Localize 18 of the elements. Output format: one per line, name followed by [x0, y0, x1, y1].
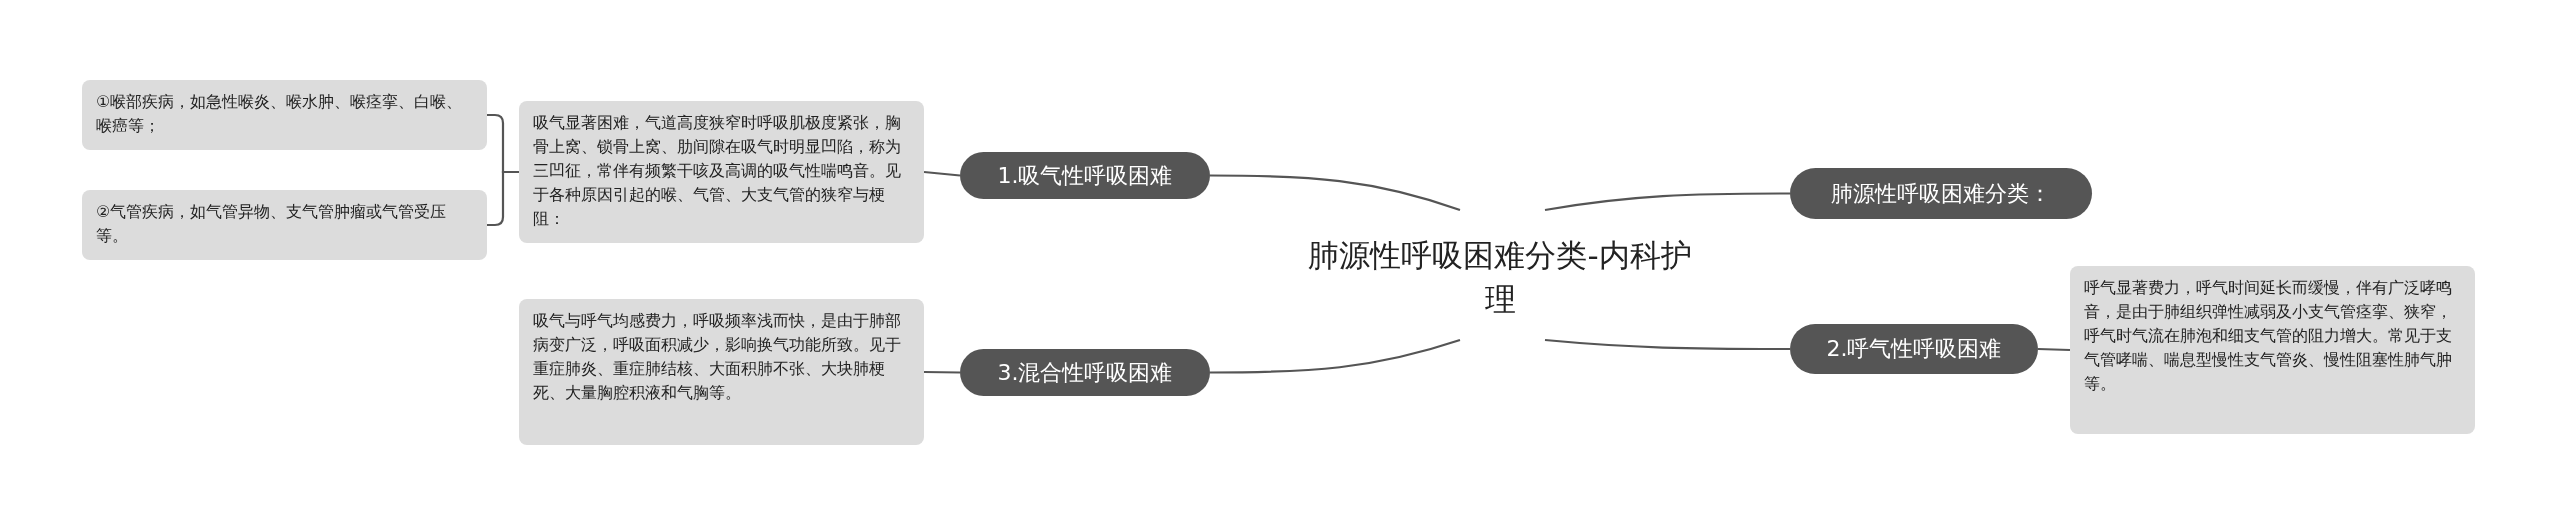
topic-pill: 2.呼气性呼吸困难 [1790, 324, 2038, 374]
note-card: 吸气与呼气均感费力，呼吸频率浅而快，是由于肺部病变广泛，呼吸面积减少，影响换气功能所致。见于重症肺炎、重症肺结核、大面积肺不张、大块肺梗死、大量胸腔积液和气胸等。 [519, 299, 924, 445]
connector-line [1210, 174, 1461, 212]
topic-pill: 3.混合性呼吸困难 [960, 349, 1210, 396]
note-card: ①喉部疾病，如急性喉炎、喉水肿、喉痉挛、白喉、喉癌等； [82, 80, 487, 150]
connector-line [1544, 192, 1790, 212]
connector-line [487, 170, 519, 227]
note-card: 吸气显著困难，气道高度狭窄时呼吸肌极度紧张，胸骨上窝、锁骨上窝、肋间隙在吸气时明显凹陷，称为三凹征，常伴有频繁干咳及高调的吸气性喘鸣音。见于各种原因引起的喉、气管、大支气管的狭窄与梗阻： [519, 101, 924, 243]
connector-line [1544, 338, 1790, 351]
topic-pill: 1.吸气性呼吸困难 [960, 152, 1210, 199]
connector-line [924, 370, 960, 374]
title-text: 肺源性呼吸困难分类-内科护理 [1295, 220, 1705, 335]
note-card: ②气管疾病，如气管异物、支气管肿瘤或气管受压等。 [82, 190, 487, 260]
connector-line [2037, 347, 2071, 352]
connector-line [1210, 338, 1461, 374]
topic-pill: 肺源性呼吸困难分类： [1790, 168, 2092, 219]
note-card: 呼气显著费力，呼气时间延长而缓慢，伴有广泛哮鸣音，是由于肺组织弹性减弱及小支气管痉挛、狭窄，呼气时气流在肺泡和细支气管的阻力增大。常见于支气管哮喘、喘息型慢性支气管炎、慢性阻塞性肺气肿等。 [2070, 266, 2475, 434]
connector-line [923, 170, 961, 177]
